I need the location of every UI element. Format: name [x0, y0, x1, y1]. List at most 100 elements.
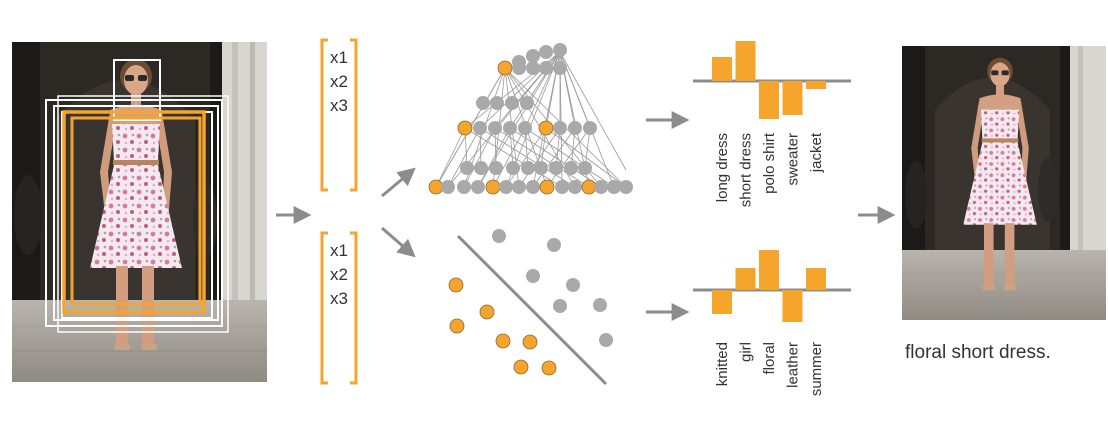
tick-label: leather: [785, 342, 802, 388]
gray-node: [549, 161, 563, 175]
detection-box: [57, 95, 229, 333]
hierarchy-graph: [428, 43, 633, 195]
tick-label: knitted: [714, 342, 731, 386]
bar: [759, 81, 779, 119]
bracket-right: [350, 38, 358, 192]
orange-node: [497, 60, 513, 76]
gray-node: [607, 180, 621, 194]
vector-entry: x3: [330, 96, 348, 115]
detection-box: [53, 105, 219, 321]
gray-node: [568, 180, 582, 194]
feature-vector-top: x1 x2 x3: [320, 38, 358, 192]
orange-point: [495, 333, 511, 349]
gray-point: [566, 278, 580, 292]
gray-point: [599, 333, 613, 347]
linear-classifier: [448, 229, 613, 386]
gray-point: [593, 298, 607, 312]
orange-point: [522, 334, 538, 350]
tick-label: jacket: [808, 132, 825, 173]
tick-label: polo shirt: [761, 132, 778, 194]
gray-node: [539, 61, 553, 75]
decision-boundary: [456, 234, 608, 386]
tick-label: summer: [808, 342, 825, 396]
bracket-left: [320, 38, 328, 192]
gray-node: [457, 180, 471, 194]
vector-entry: x1: [330, 48, 348, 67]
gray-point: [553, 299, 567, 313]
orange-point: [513, 359, 529, 375]
gray-node: [488, 121, 502, 135]
gray-point: [492, 229, 506, 243]
detection-box: [45, 99, 223, 327]
gray-node: [594, 180, 608, 194]
orange-node: [538, 120, 554, 136]
gray-node: [578, 161, 592, 175]
bar: [735, 268, 756, 290]
gray-node: [564, 161, 578, 175]
gray-node: [489, 161, 503, 175]
gray-node: [526, 49, 540, 63]
output-photo: [902, 46, 1106, 320]
orange-node: [428, 179, 444, 195]
bracket-right: [350, 231, 358, 385]
orange-point: [448, 277, 464, 293]
gray-node: [539, 45, 553, 59]
orange-point: [541, 360, 557, 376]
tick-label: girl: [738, 342, 755, 362]
orange-node: [581, 179, 597, 195]
gray-node: [521, 161, 535, 175]
bar: [806, 81, 826, 89]
gray-point: [547, 238, 561, 252]
result-caption: floral short dress.: [905, 342, 1051, 363]
gray-node: [526, 180, 540, 194]
gray-node: [518, 121, 532, 135]
gray-node: [476, 96, 490, 110]
vector-entry: x1: [330, 241, 348, 260]
bar: [782, 290, 803, 322]
gray-node: [555, 180, 569, 194]
bar: [735, 41, 756, 81]
vector-entry: x3: [330, 289, 348, 308]
orange-node: [457, 120, 473, 136]
gray-node: [506, 161, 520, 175]
gray-node: [526, 61, 540, 75]
gray-node: [474, 161, 488, 175]
orange-node: [539, 179, 555, 195]
gray-node: [441, 180, 455, 194]
bar: [782, 81, 803, 115]
bar: [712, 57, 732, 81]
orange-point: [449, 318, 465, 334]
detection-box: [113, 59, 161, 121]
arrow-up-right-icon: [381, 167, 416, 198]
gray-node: [490, 96, 504, 110]
gray-node: [503, 121, 517, 135]
gray-node: [583, 121, 597, 135]
vector-entry: x2: [330, 72, 348, 91]
orange-point: [479, 304, 495, 320]
gray-point: [526, 269, 540, 283]
arrows: [276, 111, 896, 321]
gray-node: [553, 121, 567, 135]
vector-entry: x2: [330, 265, 348, 284]
feature-vector-bottom: x1 x2 x3: [320, 231, 358, 385]
gray-node: [520, 96, 534, 110]
gray-node: [471, 180, 485, 194]
orange-node: [485, 179, 501, 195]
bracket-left: [320, 231, 328, 385]
bar: [712, 290, 732, 314]
tick-label: long dress: [714, 133, 731, 202]
gray-node: [512, 180, 526, 194]
detection-box-highlighted: [62, 110, 206, 314]
gray-node: [553, 43, 567, 57]
arrow-down-right-icon: [381, 226, 416, 258]
gray-node: [499, 180, 513, 194]
gray-node: [553, 61, 567, 75]
bar: [759, 250, 779, 290]
gray-node: [534, 161, 548, 175]
gray-node: [505, 96, 519, 110]
detection-boxes: [45, 59, 229, 333]
tick-label: sweater: [785, 133, 802, 186]
gray-node: [473, 121, 487, 135]
